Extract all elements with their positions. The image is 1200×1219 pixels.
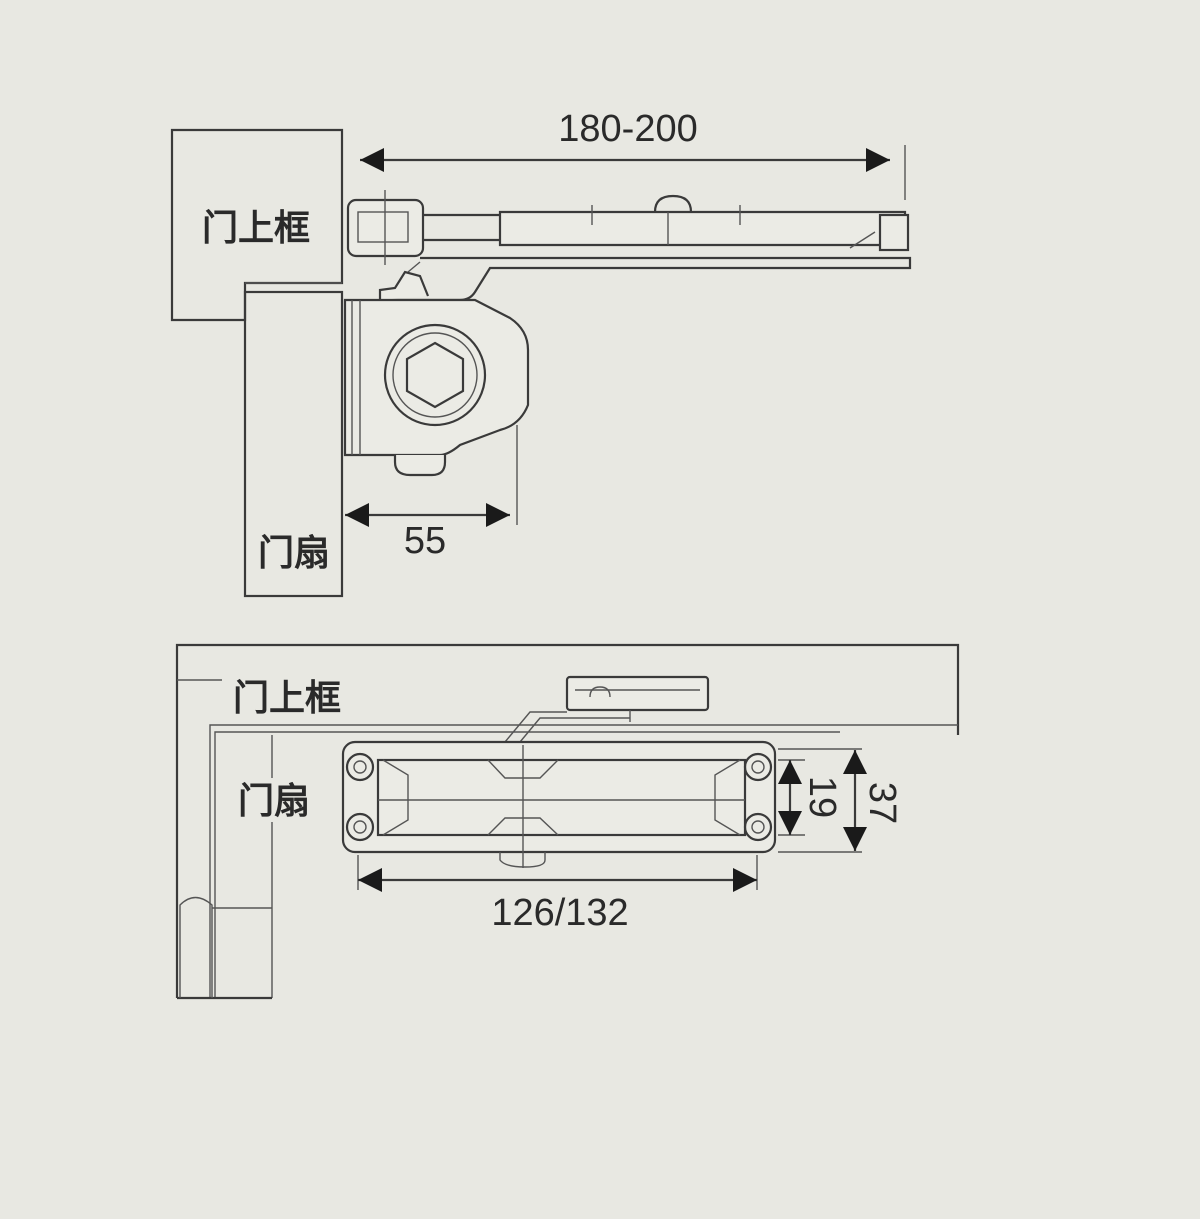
door-label-bg xyxy=(250,528,338,572)
spindle-ring xyxy=(383,323,487,427)
body-height-dimension: 37 xyxy=(778,748,903,853)
offset-value: 55 xyxy=(404,520,446,562)
door-label: 门扇 xyxy=(258,533,330,574)
closer-arm-front xyxy=(504,675,710,743)
frame-label: 门上框 xyxy=(233,678,341,719)
offset-dimension: 55 xyxy=(345,425,518,562)
mounting-screw xyxy=(743,752,773,782)
door-leaf-section xyxy=(243,282,344,598)
top-view: 门上框 门扇 180-200 xyxy=(170,108,912,598)
frame-label: 门上框 xyxy=(202,208,310,249)
arm-length-value: 180-200 xyxy=(558,108,697,150)
closer-body-top xyxy=(343,298,530,477)
inner-height-dimension: 19 xyxy=(778,759,843,836)
mounting-screw xyxy=(345,812,375,842)
door-label-bg xyxy=(228,778,318,822)
body-length-value: 126/132 xyxy=(491,892,628,934)
frame-outline xyxy=(175,643,960,1000)
door-label: 门扇 xyxy=(238,781,310,822)
mounting-screw xyxy=(743,812,773,842)
hex-spindle xyxy=(405,341,465,409)
frame-label-bg xyxy=(192,205,322,247)
closer-arm xyxy=(346,190,912,302)
front-view: 门上框 门扇 xyxy=(175,643,960,1000)
inner-height-value: 19 xyxy=(801,776,843,818)
mounting-screw xyxy=(345,752,375,782)
body-height-value: 37 xyxy=(861,782,903,824)
arm-length-dimension: 180-200 xyxy=(360,108,906,200)
frame-label-bg xyxy=(222,675,352,717)
closer-body-front xyxy=(341,740,777,868)
body-length-dimension: 126/132 xyxy=(357,855,758,934)
